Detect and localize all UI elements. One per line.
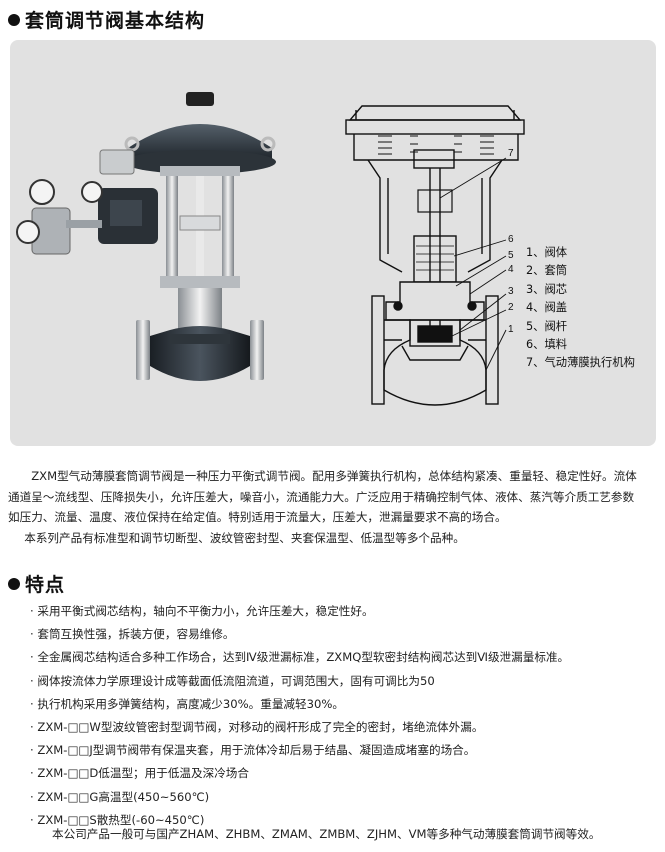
callout-number: 6 [508,234,514,245]
parts-legend: 1、阀体 2、套筒 3、阀芯 4、阀盖 5、阀杆 6、填料 7、气动薄膜执行机构 [526,244,635,373]
feature-item: · 全金属阀芯结构适合多种工作场合，达到Ⅳ级泄漏标准，ZXMQ型软密封结构阀芯达… [30,650,570,665]
intro-line: 本系列产品有标准型和调节切断型、波纹管密封型、夹套保温型、低温型等多个品种。 [24,530,465,545]
intro-line: 通道呈～流线型、压降损失小，允许压差大，噪音小，流通能力大。广泛应用于精确控制气… [8,489,635,504]
legend-item: 3、阀芯 [526,282,568,296]
feature-item: · ZXM-□□G高温型(450~560℃) [30,789,210,804]
callout-number: 3 [508,286,514,297]
structure-panel: 7 6 5 4 3 2 1 [10,40,656,446]
callout-number: 2 [508,302,514,313]
section-title-text: 特点 [25,574,66,596]
callout-number: 4 [508,264,514,275]
intro-line: ZXM型气动薄膜套筒调节阀是一种压力平衡式调节阀。配用多弹簧执行机构，总体结构紧… [31,469,637,483]
feature-item: · 阀体按流体力学原理设计成等截面低流阻流道，可调范围大，固有可调比为50 [30,673,435,688]
intro-line: 如压力、流量、温度、液位保持在给定值。特别适用于流量大，压差大，泄漏量要求不高的… [8,510,507,524]
feature-item: · 执行机构采用多弹簧结构，高度减少30%。重量减轻30%。 [30,696,344,711]
legend-item: 7、气动薄膜执行机构 [526,356,635,370]
feature-item: · ZXM-□□S散热型(-60~450℃) [30,812,205,827]
legend-item: 6、填料 [526,338,568,352]
valve-photo [16,92,276,381]
closing-note: 本公司产品一般可与国产ZHAM、ZHBM、ZMAM、ZMBM、ZJHM、VM等多… [52,827,601,841]
intro-paragraph: ZXM型气动薄膜套筒调节阀是一种压力平衡式调节阀。配用多弹簧执行机构，总体结构紧… [8,466,658,548]
feature-list: · 采用平衡式阀芯结构，轴向不平衡力小，允许压差大，稳定性好。 · 套筒互换性强… [30,600,660,832]
legend-item: 1、阀体 [526,246,568,259]
valve-section-drawing [345,105,525,406]
bullet-dot-icon [8,578,20,590]
legend-item: 5、阀杆 [526,319,568,333]
feature-item: · 采用平衡式阀芯结构，轴向不平衡力小，允许压差大，稳定性好。 [30,604,374,618]
callout-number: 1 [508,324,514,335]
section-title-text: 套筒调节阀基本结构 [25,10,206,32]
section-title-features: 特点 [8,570,65,597]
bullet-dot-icon [8,14,20,26]
legend-item: 4、阀盖 [526,301,568,315]
callout-number: 7 [508,148,514,159]
feature-item: · ZXM-□□J型调节阀带有保温夹套，用于流体冷却后易于结晶、凝固造成堵塞的场… [30,743,476,758]
feature-item: · ZXM-□□D低温型；用于低温及深冷场合 [30,766,249,781]
legend-item: 2、套筒 [526,264,568,278]
feature-item: · 套筒互换性强，拆装方便，容易维修。 [30,627,235,642]
feature-item: · ZXM-□□W型波纹管密封型调节阀，对移动的阀杆形成了完全的密封，堵绝流体外… [30,719,484,734]
section-title-structure: 套筒调节阀基本结构 [8,6,205,33]
callout-number: 5 [508,250,514,261]
